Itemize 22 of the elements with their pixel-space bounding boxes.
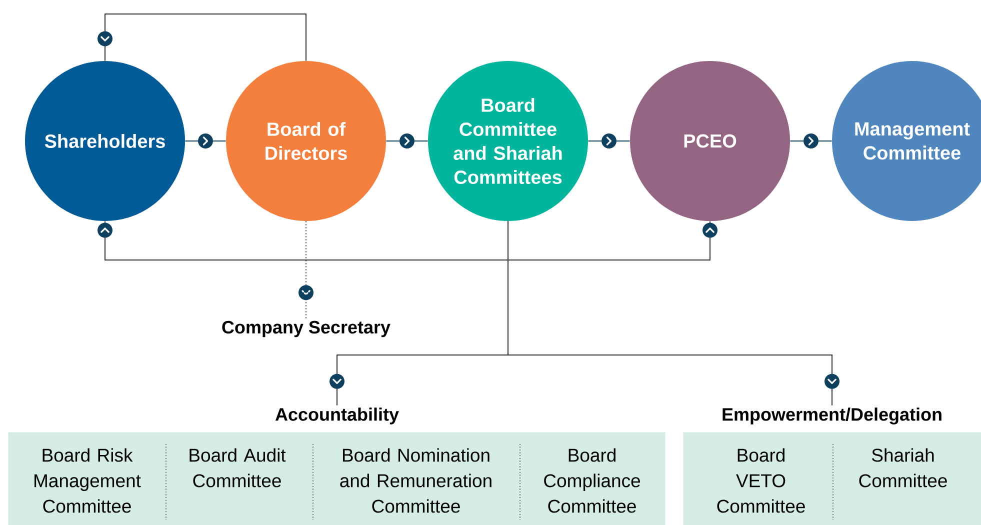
circle-node: Shareholders	[25, 61, 185, 221]
connector-arrow	[508, 220, 718, 260]
panel-heading: Empowerment/Delegation	[722, 408, 942, 424]
committee-label: Shariah Committee	[859, 448, 947, 488]
panel-heading: Accountability	[275, 408, 399, 424]
chevron-arrow	[184, 134, 226, 148]
chevron-arrow	[790, 134, 832, 148]
circle-node: PCEO	[630, 61, 790, 221]
circle-node: Board of Directors	[226, 61, 386, 221]
chevron-arrow	[386, 134, 428, 148]
chevron-arrow	[588, 134, 630, 148]
connector-arrow	[98, 14, 306, 62]
connector-arrow	[98, 220, 508, 260]
committee-label: Board Audit Committee	[190, 448, 286, 488]
connector-arrow	[508, 220, 840, 406]
committee-label: Board VETO Committee	[717, 448, 805, 513]
committee-label: Board Nomination and Remuneration Committee	[340, 448, 492, 513]
connector-arrow	[298, 220, 314, 320]
committee-label: Board Risk Management Committee	[34, 448, 141, 513]
circle-node: Board Committee and Shariah Committees	[428, 61, 588, 221]
committee-label: Board Compliance Committee	[544, 448, 640, 513]
role-label: Company Secretary	[222, 320, 390, 338]
